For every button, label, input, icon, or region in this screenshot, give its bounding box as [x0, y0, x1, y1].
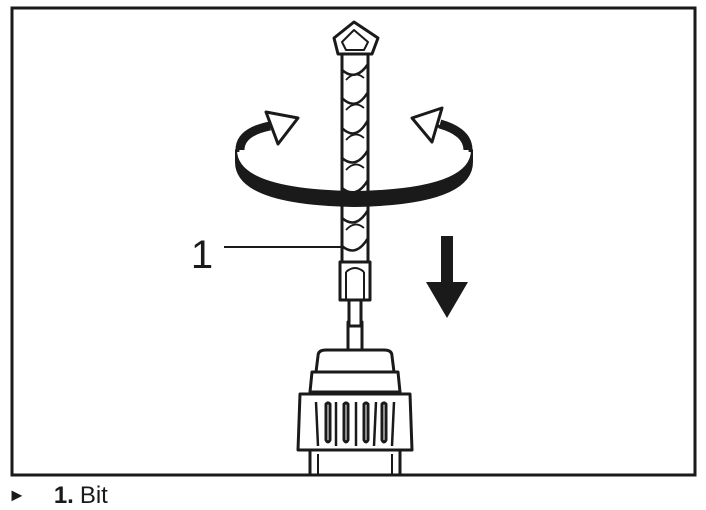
caption-label: Bit: [79, 481, 108, 509]
drill-bit-icon: [332, 20, 380, 328]
diagram-figure: 1: [10, 6, 697, 477]
downward-arrow-icon: [426, 236, 468, 318]
caption-marker-icon: ►: [8, 485, 26, 505]
rotation-arrow-icon: [235, 106, 473, 207]
chuck-icon: [296, 320, 414, 477]
figure-caption: ► 1. Bit: [0, 482, 108, 509]
caption-number: 1.: [53, 481, 74, 509]
callout-number: 1: [191, 233, 213, 277]
